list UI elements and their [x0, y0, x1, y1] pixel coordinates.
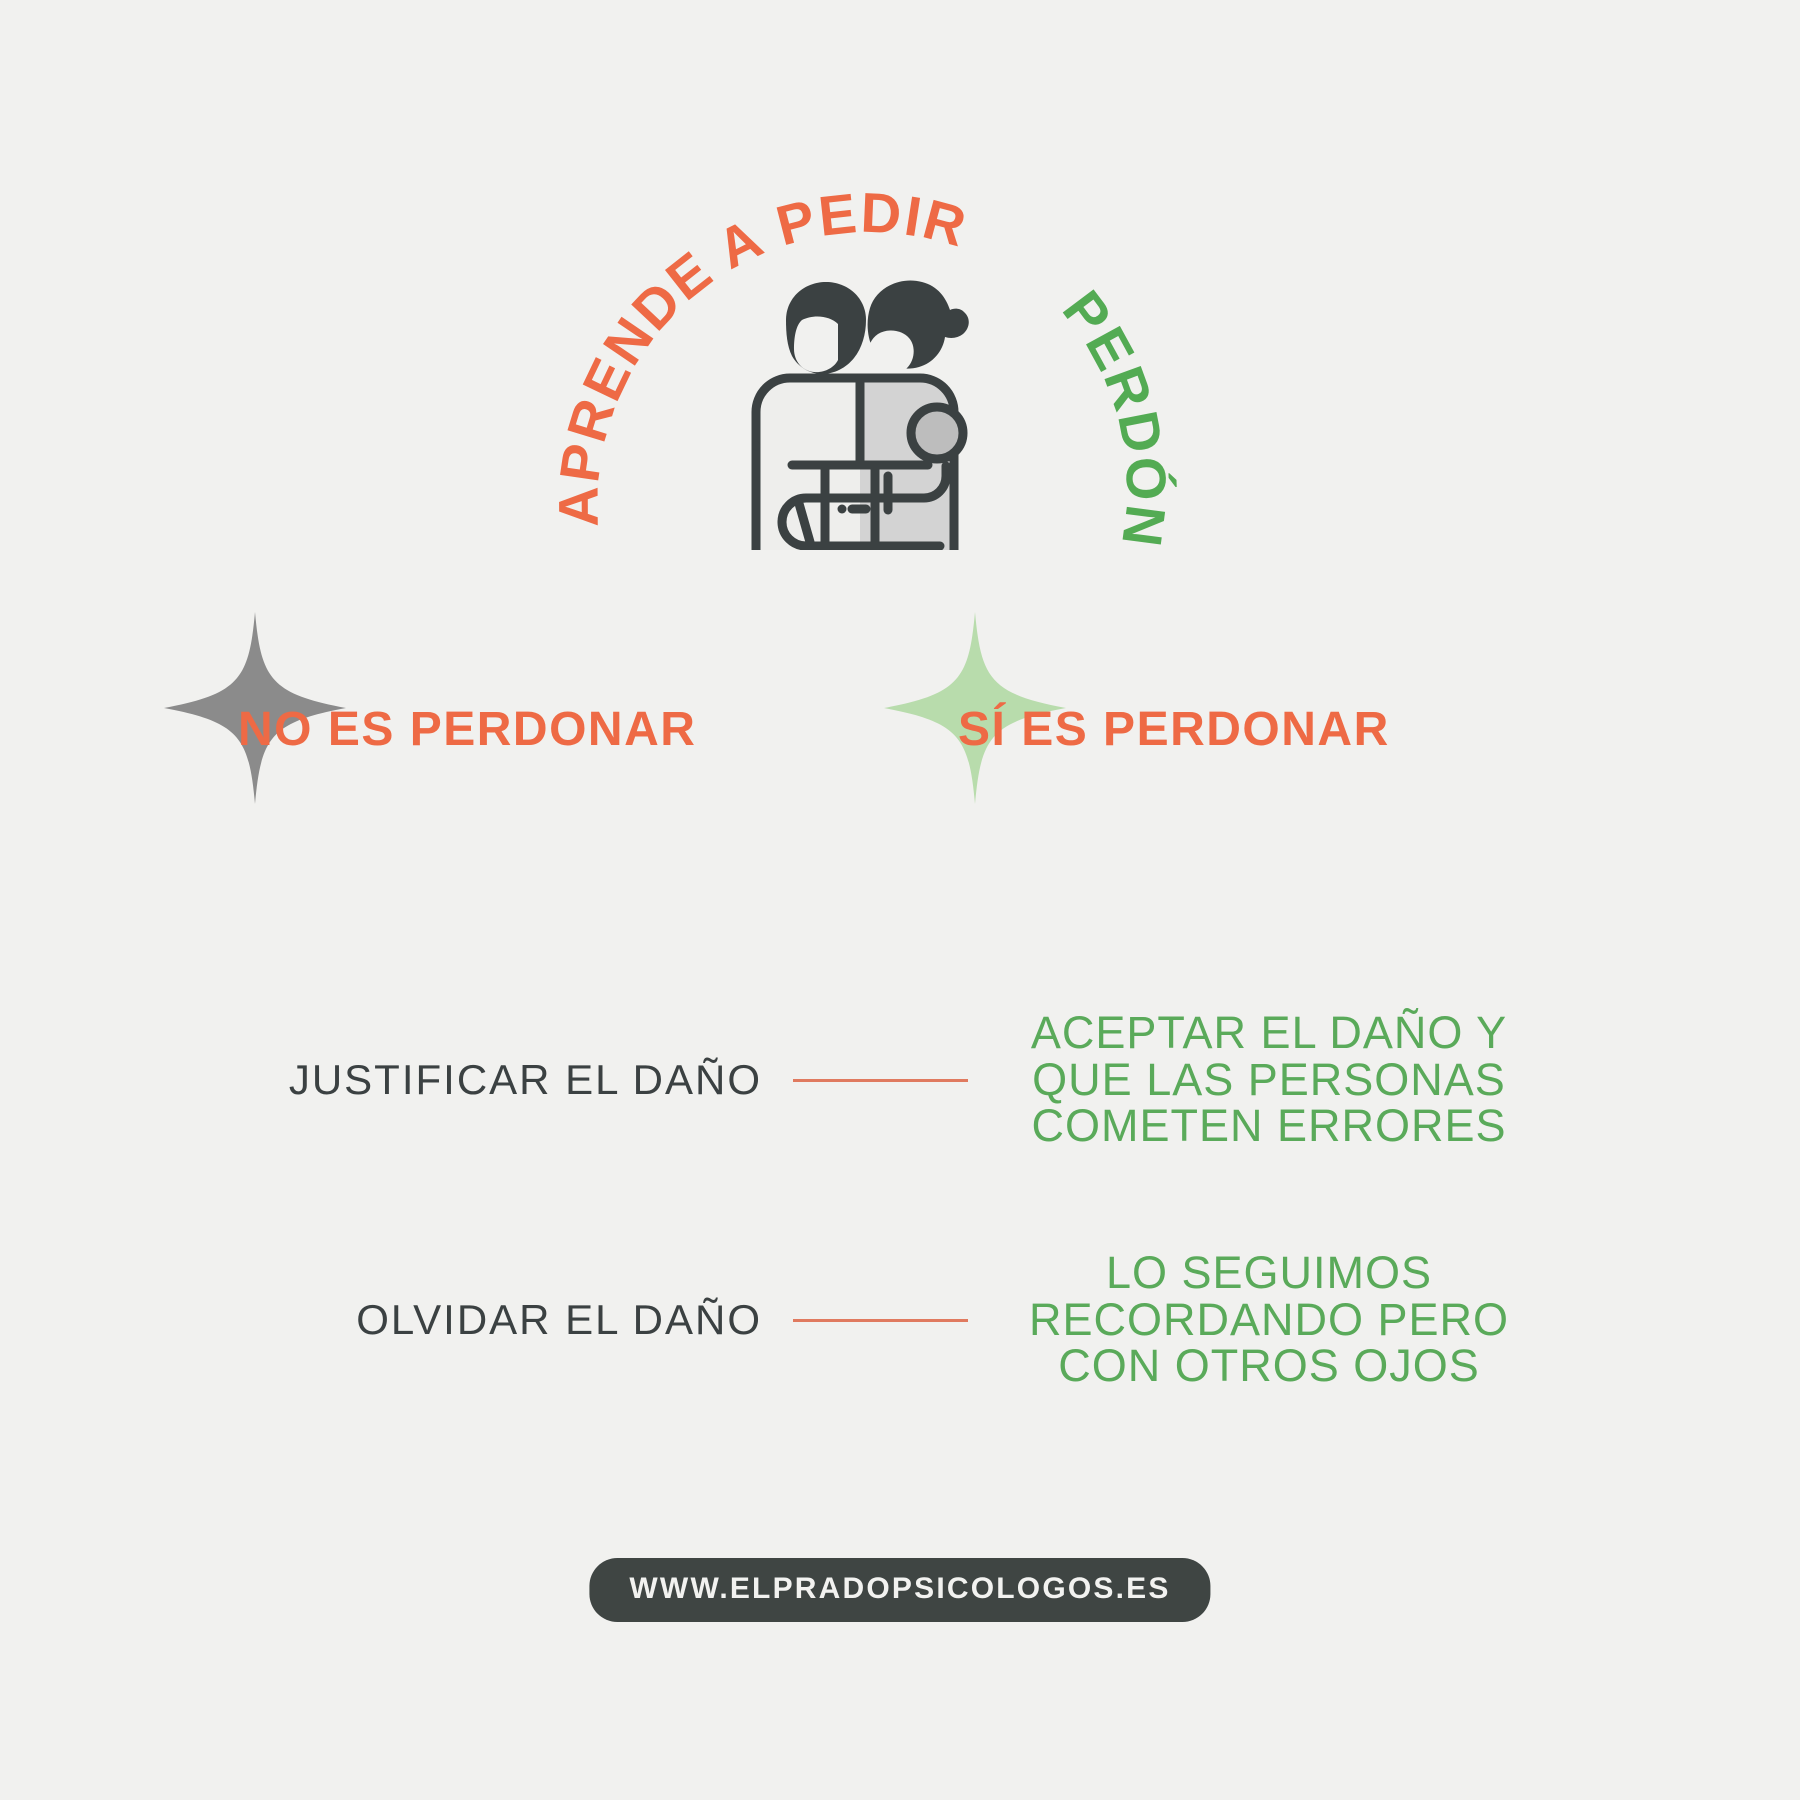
row-right-line: ACEPTAR EL DAÑO Y [1030, 1006, 1508, 1058]
comparison-row: OLVIDAR EL DAÑO LO SEGUIMOS RECORDANDO P… [0, 1246, 1800, 1392]
connector-line [792, 1078, 968, 1082]
row-right-text: LO SEGUIMOS RECORDANDO PERO CON OTROS OJ… [970, 1246, 1530, 1392]
row-left-text: JUSTIFICAR EL DAÑO [288, 1056, 762, 1104]
row-right-text: ACEPTAR EL DAÑO Y QUE LAS PERSONAS COMET… [970, 1006, 1530, 1152]
row-right-line: CON OTROS OJOS [1058, 1340, 1480, 1392]
logo-block: APRENDE A PEDIR PERDÓN [547, 120, 1180, 590]
connector-line [792, 1318, 968, 1322]
column-label: SÍ ES PERDONAR [958, 703, 1390, 756]
row-right-line: LO SEGUIMOS [1105, 1246, 1433, 1298]
website-badge[interactable]: WWW.ELPRADOPSICOLOGOS.ES [589, 1558, 1211, 1622]
row-left-text: OLVIDAR EL DAÑO [356, 1296, 762, 1344]
hugging-couple-icon [751, 280, 969, 550]
sparkle-icon [164, 612, 346, 804]
sparkle-icon [884, 612, 1066, 804]
row-connector [790, 1318, 970, 1322]
row-connector [790, 1078, 970, 1082]
row-right-line: COMETEN ERRORES [1031, 1100, 1507, 1152]
comparison-row: JUSTIFICAR EL DAÑO ACEPTAR EL DAÑO Y QUE… [0, 1006, 1800, 1152]
arc-text-green: PERDÓN [1051, 279, 1179, 552]
row-right-line: QUE LAS PERSONAS [1032, 1053, 1506, 1105]
row-right-line: RECORDANDO PERO [1028, 1293, 1510, 1345]
column-label: NO ES PERDONAR [238, 703, 697, 756]
